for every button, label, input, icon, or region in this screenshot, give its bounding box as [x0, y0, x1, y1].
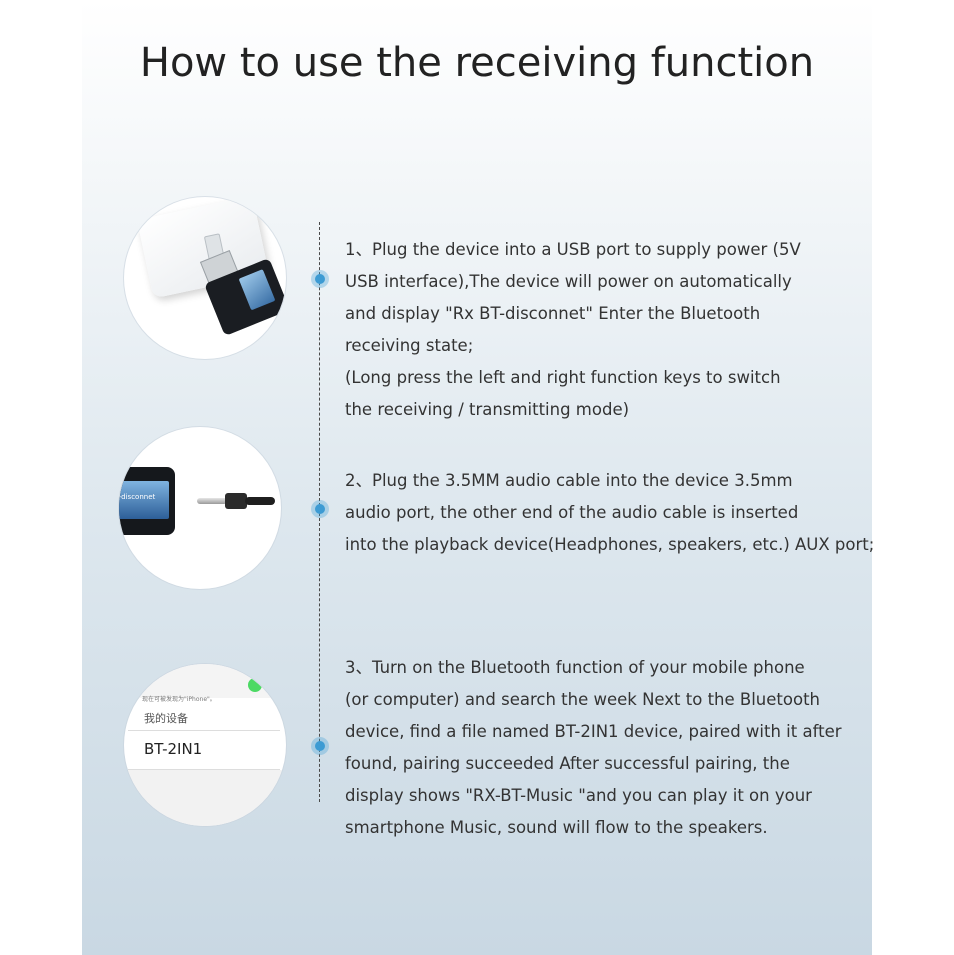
step-3-line: display shows "RX-BT-Music "and you can …: [345, 786, 812, 805]
page-title: How to use the receiving function: [139, 40, 815, 86]
step-1-line: and display "Rx BT-disconnet" Enter the …: [345, 304, 761, 323]
step-1-line: 1、Plug the device into a USB port to sup…: [345, 240, 801, 259]
bluetooth-toggle-icon: [248, 678, 262, 692]
step-2-text: 2、Plug the 3.5MM audio cable into the de…: [345, 465, 875, 561]
step-1-marker: [311, 270, 329, 288]
step-3-line: device, find a file named BT-2IN1 device…: [345, 722, 842, 741]
step-1-line: the receiving / transmitting mode): [345, 400, 630, 419]
device-name: BT-2IN1: [144, 740, 203, 758]
step-1-text: 1、Plug the device into a USB port to sup…: [345, 234, 865, 426]
step-3-line: 3、Turn on the Bluetooth function of your…: [345, 658, 805, 677]
step-3-line: smartphone Music, sound will flow to the…: [345, 818, 768, 837]
audio-jack-body: [225, 493, 247, 509]
step-3-marker: [311, 737, 329, 755]
step-1-line: (Long press the left and right function …: [345, 368, 781, 387]
audio-cable-illustration: T-disconnet: [119, 427, 281, 589]
step-2-line: into the playback device(Headphones, spe…: [345, 535, 875, 554]
step-3-line: found, pairing succeeded After successfu…: [345, 754, 790, 773]
step-1-line: receiving state;: [345, 336, 474, 355]
device-image: T-disconnet: [119, 467, 175, 535]
device-list-row: BT-2IN1: [128, 730, 280, 770]
step-3-text: 3、Turn on the Bluetooth function of your…: [345, 652, 865, 844]
step-1-line: USB interface),The device will power on …: [345, 272, 792, 291]
step-2-marker: [311, 500, 329, 518]
step-2-line: audio port, the other end of the audio c…: [345, 503, 799, 522]
usb-power-illustration: [124, 197, 286, 359]
step-3-line: (or computer) and search the week Next t…: [345, 690, 820, 709]
audio-cable: [245, 497, 275, 505]
step-2-line: 2、Plug the 3.5MM audio cable into the de…: [345, 471, 793, 490]
audio-jack-icon: [197, 498, 227, 504]
phone-discoverable-note: 现在可被发现为"iPhone"。: [142, 696, 216, 703]
my-devices-heading: 我的设备: [144, 712, 188, 725]
phone-bluetooth-illustration: 现在可被发现为"iPhone"。 我的设备 BT-2IN1: [124, 664, 286, 826]
device-screen-text: T-disconnet: [119, 493, 156, 501]
